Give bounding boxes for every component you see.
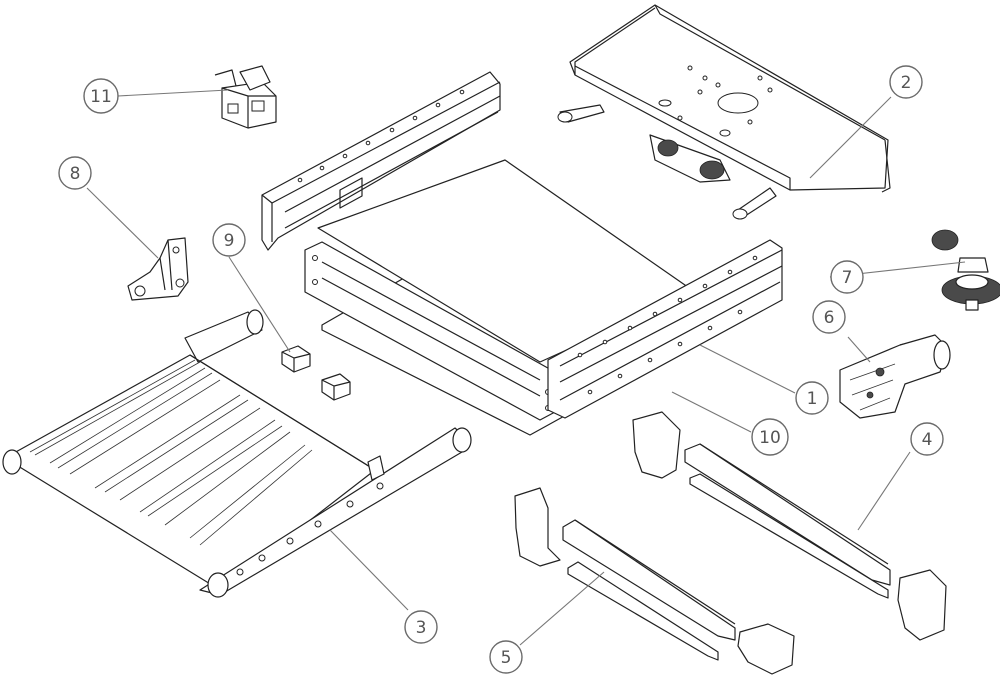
callout-11-label: 11 [90,87,112,107]
callout-1: 1 [795,381,829,415]
callout-9: 9 [212,223,246,257]
callout-11: 11 [83,78,119,114]
callout-2-label: 2 [901,73,912,93]
callout-4-label: 4 [922,430,933,450]
part-7-gear [931,229,1000,311]
callout-3-label: 3 [416,618,427,638]
part-6-motor [839,334,951,419]
callout-1-label: 1 [807,389,818,409]
main-frame [304,159,783,421]
callout-5-label: 5 [501,648,512,668]
part-3-step-tread [2,309,472,598]
part-5-rail-assembly [514,487,795,675]
part-2-mounting-plate [557,4,891,220]
callout-6-label: 6 [824,308,835,328]
part-11-latch [214,65,277,129]
callout-10-label: 10 [759,428,781,448]
callout-7: 7 [830,260,864,294]
callout-10: 10 [751,418,789,456]
callout-6: 6 [812,300,846,334]
callout-8: 8 [58,156,92,190]
callout-2: 2 [889,65,923,99]
part-8-bracket [127,237,189,301]
part-9-clips [281,345,351,401]
callout-4: 4 [910,422,944,456]
part-4-rail-assembly [632,411,947,641]
top-left-rail [261,71,501,251]
callout-5: 5 [489,640,523,674]
callout-9-label: 9 [224,231,235,251]
callout-8-label: 8 [70,164,81,184]
callout-3: 3 [404,610,438,644]
callout-7-label: 7 [842,268,853,288]
